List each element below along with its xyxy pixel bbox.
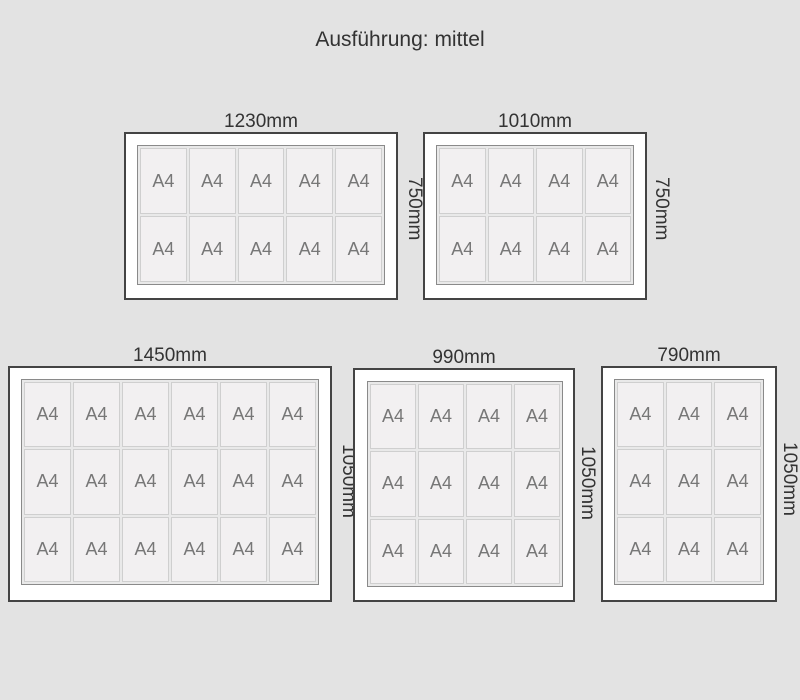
a4-sheet-slot: A4 — [665, 382, 713, 448]
a4-sheet-slot: A4 — [439, 216, 486, 282]
a4-sheet-slot: A4 — [617, 516, 664, 582]
height-label: 750mm — [651, 177, 672, 241]
height-label: 750mm — [404, 177, 425, 241]
a4-sheet-slot: A4 — [73, 449, 120, 515]
a4-sheet-slot: A4 — [24, 449, 71, 515]
a4-sheet-slot: A4 — [122, 382, 169, 448]
a4-sheet-slot: A4 — [73, 382, 120, 448]
a4-sheet-slot: A4 — [466, 518, 512, 584]
a4-sheet-slot: A4 — [237, 216, 285, 282]
width-label: 1230mm — [224, 111, 298, 132]
a4-sheet-slot: A4 — [487, 148, 534, 214]
a4-sheet-slot: A4 — [514, 384, 560, 450]
a4-sheet-slot: A4 — [24, 516, 71, 582]
a4-sheet-slot: A4 — [514, 518, 560, 584]
a4-sheet-slot: A4 — [188, 216, 236, 282]
a4-sheet-slot: A4 — [122, 449, 169, 515]
a4-sheet-slot: A4 — [188, 148, 236, 214]
a4-sheet-slot: A4 — [171, 516, 218, 582]
a4-sheet-slot: A4 — [714, 382, 761, 448]
a4-sheet-slot: A4 — [418, 384, 464, 450]
a4-sheet-slot: A4 — [237, 148, 285, 214]
a4-sheet-slot: A4 — [370, 451, 416, 517]
a4-sheet-slot: A4 — [370, 518, 416, 584]
a4-sheet-slot: A4 — [418, 518, 464, 584]
width-label: 790mm — [657, 345, 721, 366]
a4-sheet-slot: A4 — [665, 516, 713, 582]
a4-sheet-slot: A4 — [584, 148, 631, 214]
a4-sheet-slot: A4 — [536, 216, 583, 282]
a4-sheet-slot: A4 — [73, 516, 120, 582]
a4-sheet-slot: A4 — [220, 449, 267, 515]
a4-sheet-slot: A4 — [269, 516, 316, 582]
a4-sheet-slot: A4 — [335, 216, 382, 282]
a4-sheet-slot: A4 — [286, 148, 334, 214]
a4-sheet-slot: A4 — [24, 382, 71, 448]
a4-sheet-slot: A4 — [140, 216, 187, 282]
a4-sheet-slot: A4 — [514, 451, 560, 517]
a4-sheet-slot: A4 — [418, 451, 464, 517]
a4-sheet-slot: A4 — [171, 382, 218, 448]
a4-sheet-slot: A4 — [269, 382, 316, 448]
height-label: 1050mm — [577, 446, 598, 520]
a4-sheet-slot: A4 — [665, 449, 713, 515]
page-title: Ausführung: mittel — [315, 28, 485, 51]
width-label: 1010mm — [498, 111, 572, 132]
a4-sheet-slot: A4 — [439, 148, 486, 214]
a4-sheet-slot: A4 — [286, 216, 334, 282]
width-label: 1450mm — [133, 345, 207, 366]
a4-sheet-slot: A4 — [617, 449, 664, 515]
a4-sheet-slot: A4 — [617, 382, 664, 448]
a4-sheet-slot: A4 — [466, 384, 512, 450]
a4-sheet-slot: A4 — [487, 216, 534, 282]
a4-sheet-slot: A4 — [171, 449, 218, 515]
a4-sheet-slot: A4 — [584, 216, 631, 282]
a4-sheet-slot: A4 — [714, 449, 761, 515]
a4-sheet-slot: A4 — [122, 516, 169, 582]
width-label: 990mm — [432, 347, 496, 368]
a4-sheet-slot: A4 — [714, 516, 761, 582]
height-label: 1050mm — [779, 442, 800, 516]
a4-sheet-slot: A4 — [220, 516, 267, 582]
a4-sheet-slot: A4 — [335, 148, 382, 214]
a4-sheet-slot: A4 — [370, 384, 416, 450]
a4-sheet-slot: A4 — [269, 449, 316, 515]
a4-sheet-slot: A4 — [536, 148, 583, 214]
a4-sheet-slot: A4 — [140, 148, 187, 214]
a4-sheet-slot: A4 — [466, 451, 512, 517]
a4-sheet-slot: A4 — [220, 382, 267, 448]
